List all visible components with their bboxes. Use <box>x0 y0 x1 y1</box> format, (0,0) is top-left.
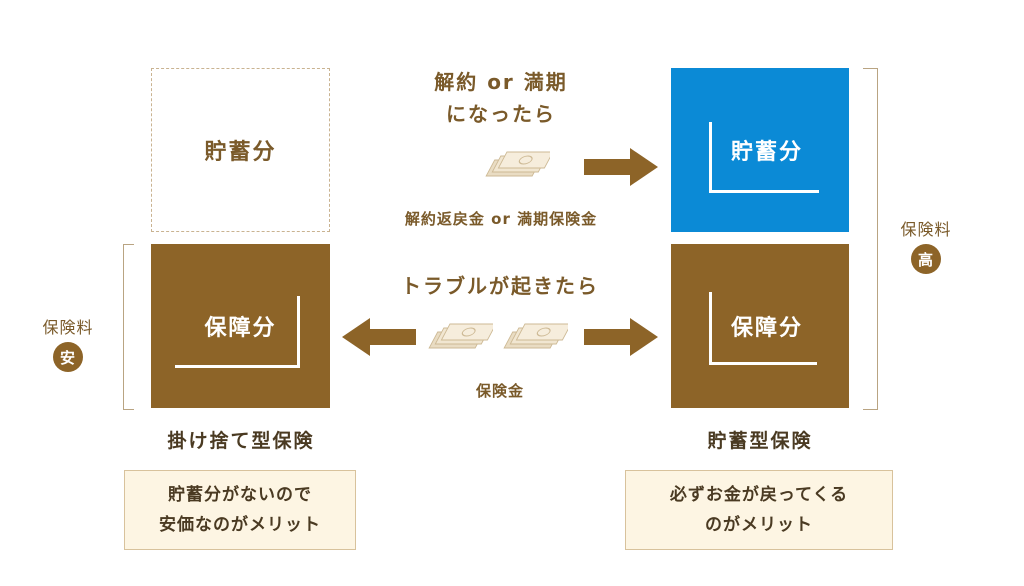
right-protection-corner <box>709 292 817 365</box>
left-protection-label: 保障分 <box>204 316 277 341</box>
middle-bottom-caption: トラブルが起きたら <box>401 274 599 298</box>
arrow-right-icon <box>584 148 658 186</box>
left-premium-badge: 安 <box>53 342 83 372</box>
right-bracket <box>863 68 878 410</box>
arrow-right-icon <box>584 318 658 356</box>
right-savings-box: 貯蓄分 <box>671 68 849 232</box>
money-bills-icon <box>503 323 568 349</box>
middle-top-caption: 解約 or 満期 になったら <box>386 66 616 130</box>
right-premium-badge: 高 <box>911 244 941 274</box>
middle-top-caption-line2: になったら <box>446 102 556 126</box>
right-note-line2: のがメリット <box>705 515 813 535</box>
right-premium-label: 保険料 <box>900 220 952 239</box>
left-protection-box: 保障分 <box>151 244 330 543</box>
right-savings-label: 貯蓄分 <box>730 140 803 165</box>
left-title: 掛け捨て型保険 <box>167 430 315 452</box>
right-note: 必ずお金が戻ってくる のがメリット <box>625 470 893 550</box>
left-note-line1: 貯蓄分がないので <box>168 485 312 505</box>
middle-top-caption-line1: 解約 or 満期 <box>434 70 568 94</box>
money-bills-icon <box>428 323 493 349</box>
left-note: 貯蓄分がないので 安価なのがメリット <box>124 470 356 550</box>
middle-top-money-label: 解約返戻金 or 満期保険金 <box>404 210 598 228</box>
left-savings-label: 貯蓄分 <box>204 140 277 165</box>
money-bills-icon <box>485 151 550 177</box>
left-savings-box-empty: 貯蓄分 <box>151 68 330 232</box>
right-premium: 保険料 高 <box>886 216 966 274</box>
right-note-line1: 必ずお金が戻ってくる <box>669 485 849 505</box>
arrow-left-icon <box>342 318 416 356</box>
right-protection-label: 保障分 <box>730 316 803 341</box>
left-premium: 保険料 安 <box>28 314 108 372</box>
right-savings-corner <box>709 122 819 193</box>
right-protection-box: 保障分 <box>671 244 849 408</box>
right-title: 貯蓄型保険 <box>707 430 813 452</box>
left-protection-corner <box>175 296 300 368</box>
left-premium-label: 保険料 <box>42 318 94 337</box>
middle-bottom-money-label: 保険金 <box>475 382 524 400</box>
left-note-line2: 安価なのがメリット <box>159 515 321 535</box>
left-bracket <box>123 244 134 410</box>
